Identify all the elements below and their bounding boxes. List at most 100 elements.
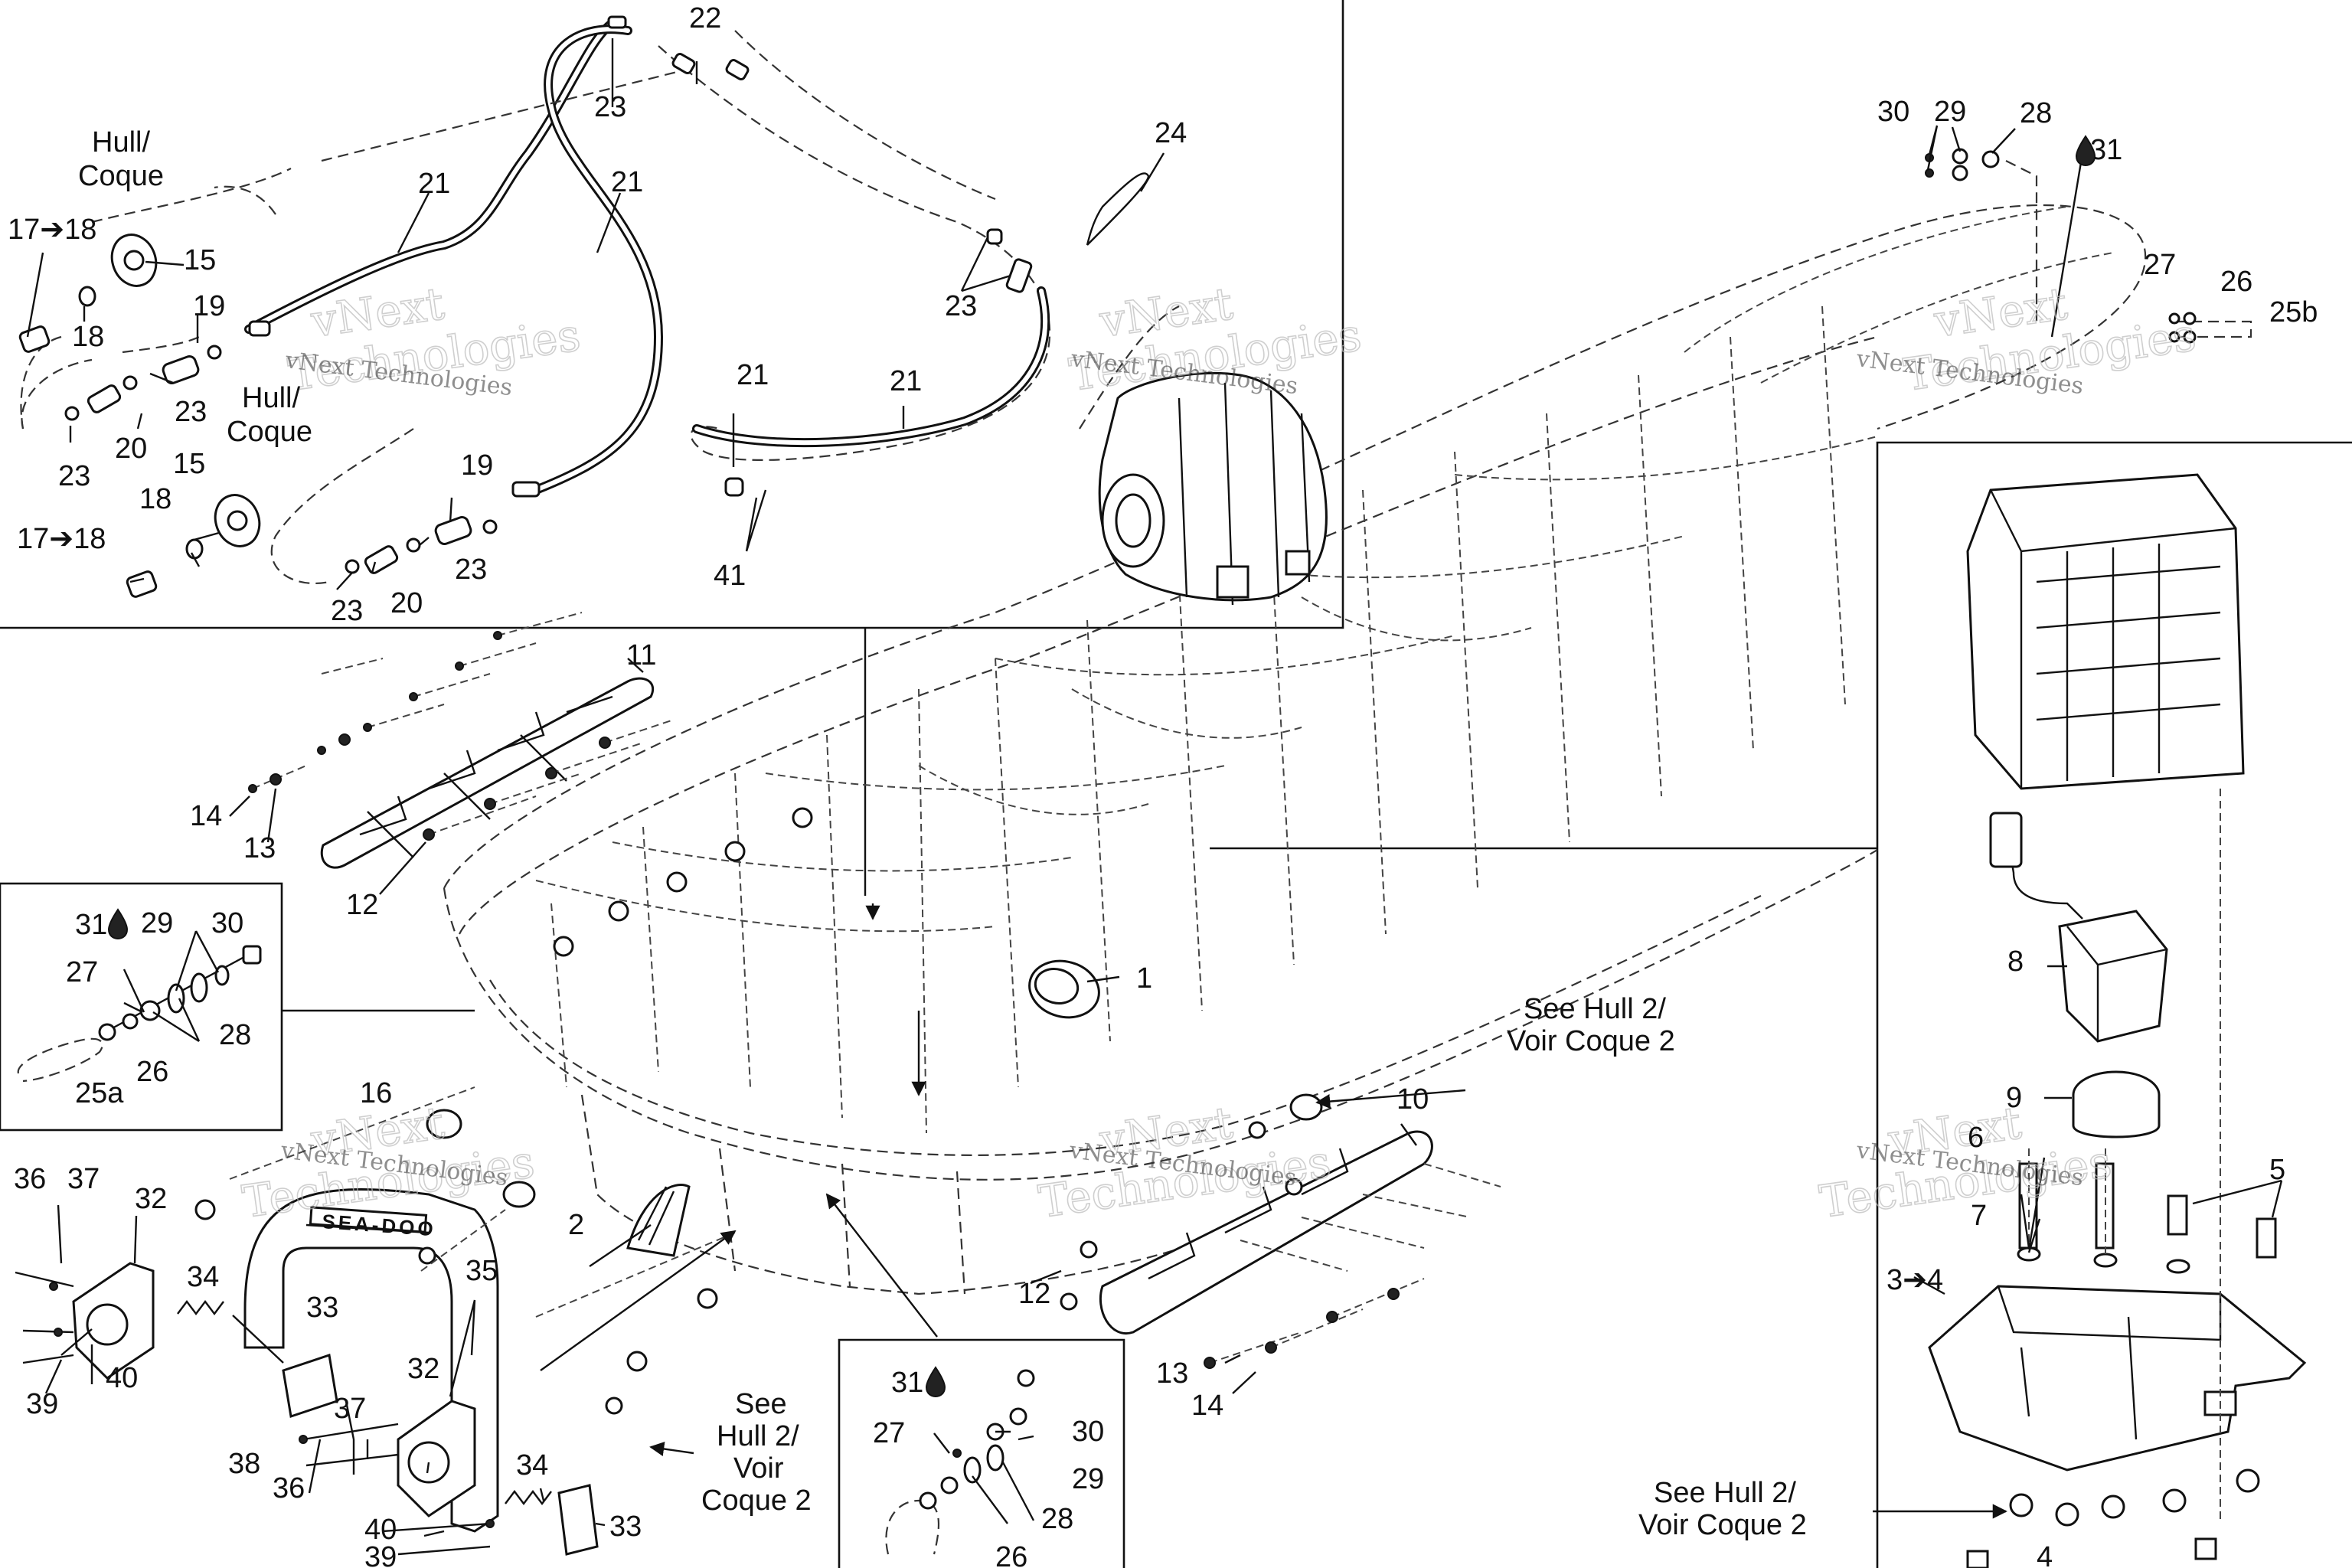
callout-33a: 33 [306, 1292, 338, 1324]
callout-21a: 21 [418, 168, 450, 200]
fitting-lower [126, 494, 498, 598]
callout-23c: 23 [175, 396, 207, 428]
callout-27b: 27 [2144, 249, 2176, 281]
callout-37b: 37 [334, 1393, 366, 1425]
callout-3-4: 3➔4 [1886, 1264, 1943, 1296]
callout-31b: 31 [2090, 134, 2122, 166]
callout-20a: 20 [115, 433, 147, 465]
note-see-hull2-c2: Voir Coque 2 [1638, 1509, 1807, 1541]
callout-18b: 18 [139, 483, 172, 515]
callout-34b: 34 [516, 1449, 548, 1481]
callout-30b: 30 [1877, 96, 1909, 128]
callout-28a: 28 [219, 1019, 251, 1051]
callout-17-18b: 17➔18 [17, 523, 106, 555]
note-hull-coque-2b: Coque [227, 416, 312, 448]
ecu-assembly [1913, 473, 2307, 1568]
callout-40b: 40 [364, 1514, 397, 1546]
callout-27a: 27 [66, 956, 98, 988]
callout-14a: 14 [190, 800, 222, 832]
callout-17-18a: 17➔18 [8, 214, 96, 246]
fitting-upper [18, 234, 222, 421]
callout-1: 1 [1136, 962, 1152, 995]
callout-23e: 23 [455, 554, 487, 586]
callout-23f: 23 [331, 595, 363, 627]
callout-33b: 33 [609, 1511, 642, 1543]
callout-18a: 18 [72, 321, 104, 353]
note-see-hull2-b2: Hull 2/ [717, 1420, 799, 1452]
drop-icons [107, 135, 2096, 1398]
drop-icon [107, 908, 129, 940]
callout-14b: 14 [1191, 1390, 1223, 1422]
callout-19a: 19 [193, 290, 225, 322]
callout-12b: 12 [1018, 1278, 1050, 1310]
note-see-hull2-c: See Hull 2/ [1654, 1477, 1796, 1509]
callout-39b: 39 [364, 1541, 397, 1568]
handle-bar-assembly [15, 1086, 736, 1556]
notes: Hull/ Coque Hull/ Coque See Hull 2/ Voir… [78, 126, 1807, 1541]
note-hull-coque-1: Hull/ [92, 126, 150, 158]
callout-16: 16 [360, 1077, 392, 1109]
callout-32b: 32 [407, 1353, 439, 1385]
callout-26c: 26 [995, 1541, 1027, 1568]
callout-21b: 21 [611, 166, 643, 198]
callout-13a: 13 [243, 832, 276, 864]
callout-28c: 28 [1041, 1503, 1073, 1535]
callout-21c: 21 [737, 359, 769, 391]
callout-12a: 12 [346, 889, 378, 921]
hose-assembly [18, 15, 1328, 606]
callout-2: 2 [568, 1209, 584, 1241]
callout-36a: 36 [14, 1163, 46, 1195]
callout-38: 38 [228, 1448, 260, 1480]
callout-23b: 23 [945, 290, 977, 322]
fitting-25a [17, 930, 262, 1083]
callout-24: 24 [1155, 117, 1187, 149]
callout-21d: 21 [890, 365, 922, 397]
note-see-hull2-b4: Coque 2 [701, 1485, 812, 1517]
callout-35: 35 [466, 1255, 498, 1287]
callout-27c: 27 [873, 1417, 905, 1449]
callout-29c: 29 [1072, 1463, 1104, 1495]
note-see-hull2-a2: Voir Coque 2 [1507, 1025, 1675, 1057]
callout-37a: 37 [67, 1163, 100, 1195]
callout-11: 11 [626, 639, 656, 671]
right-inset-frame [1876, 441, 2352, 1568]
callout-26a: 26 [136, 1056, 168, 1088]
callout-22: 22 [689, 2, 721, 34]
callout-labels: 1 2 3➔4 4 5 6 7 8 9 10 11 12 12 13 13 14… [8, 2, 2318, 1568]
callout-15a: 15 [184, 244, 216, 276]
callout-7: 7 [1971, 1200, 1987, 1232]
callout-23a: 23 [594, 91, 626, 123]
callout-34a: 34 [187, 1261, 219, 1293]
hull-misc-parts [553, 807, 1100, 1257]
callout-30c: 30 [1072, 1416, 1104, 1448]
callout-26b: 26 [2220, 266, 2252, 298]
callout-6: 6 [1968, 1122, 1984, 1154]
callout-31c: 31 [891, 1367, 923, 1399]
bottom-inset-frame [838, 1338, 1125, 1568]
callout-29a: 29 [141, 907, 173, 939]
left-inset-frame [0, 882, 283, 1132]
callout-15b: 15 [173, 448, 205, 480]
callout-9: 9 [2006, 1082, 2022, 1114]
callout-25b: 25b [2269, 296, 2318, 328]
note-see-hull2-b: See [735, 1388, 787, 1420]
fitting-25b [1925, 125, 2252, 344]
hull-wireframe [443, 204, 2147, 1295]
callout-28b: 28 [2020, 97, 2052, 129]
note-hull-coque-2: Hull/ [242, 382, 300, 414]
note-see-hull2-a: See Hull 2/ [1524, 993, 1666, 1025]
drop-icon [2075, 135, 2096, 167]
callout-25a: 25a [75, 1077, 124, 1109]
callout-29b: 29 [1934, 96, 1966, 128]
drop-icon [925, 1366, 946, 1398]
fitting-bottom-inset [885, 1369, 1035, 1555]
callout-32a: 32 [135, 1183, 167, 1215]
grab-handle-upper [229, 612, 675, 895]
callout-36b: 36 [273, 1472, 305, 1504]
callout-23d: 23 [58, 460, 90, 492]
callout-8: 8 [2007, 946, 2024, 978]
callout-10: 10 [1396, 1083, 1429, 1116]
callout-4: 4 [2037, 1541, 2053, 1568]
